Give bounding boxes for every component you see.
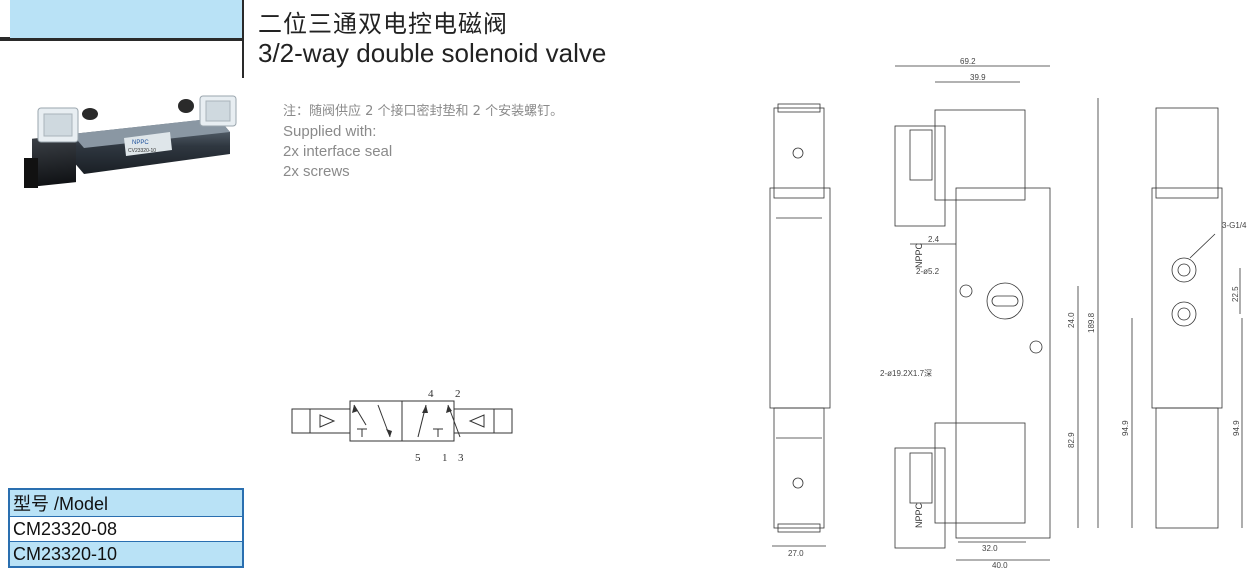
dimension-label: 24.0 [1067,312,1076,328]
port-label: 3 [458,452,464,464]
model-table-header: 型号 /Model [8,488,244,517]
title-divider [242,0,244,78]
drawing-brand: NPPC [914,242,924,268]
header-accent-bar [10,0,242,38]
drawing-brand: NPPC [914,502,924,528]
header-underline [10,38,242,41]
dimension-label: 40.0 [992,561,1008,570]
dimension-label: 32.0 [982,544,998,553]
technical-drawing: NPPC NPPC 69.2 39.9 2.4 2-ø5.2 2-ø19.2X1… [769,58,1247,570]
page-title-cn: 二位三通双电控电磁阀 [258,10,508,38]
valve-symbol: 4 2 5 1 3 [291,388,513,464]
supply-note-line: 2x interface seal [283,143,393,160]
port-label: 4 [428,388,434,400]
dimension-label: 39.9 [970,73,986,82]
dimension-label: 2-ø19.2X1.7深 [880,369,932,378]
model-row: CM23320-10 [8,541,244,568]
port-label: 1 [442,452,448,464]
page-title-en: 3/2-way double solenoid valve [258,38,607,68]
dimension-label: 82.9 [1067,432,1076,448]
model-row: CM23320-08 [8,516,244,542]
photo-brand: NPPC [132,140,149,146]
supply-note: 注：随阀供应 2 个接口密封垫和 2 个安装螺钉。 Supplied with:… [283,102,563,182]
dimension-label: 94.9 [1232,420,1241,436]
model-table: 型号 /Model CM23320-08 CM23320-10 [8,488,244,568]
supply-note-cn: 注：随阀供应 2 个接口密封垫和 2 个安装螺钉。 [283,104,564,119]
dimension-label: 189.8 [1087,312,1096,333]
photo-label: CV23320-10 [128,148,156,154]
dimension-label: 2.4 [928,235,940,244]
dimension-label: 3-G1/4 [1222,221,1247,230]
dimension-label: 2-ø5.2 [916,267,940,276]
port-label: 2 [455,388,461,400]
product-photo: NPPC CV23320-10 [24,95,237,188]
dimension-label: 22.5 [1231,286,1240,302]
dimension-label: 27.0 [788,549,804,558]
dimension-label: 69.2 [960,58,976,66]
port-label: 5 [415,452,421,464]
supply-note-line: 2x screws [283,163,350,180]
supply-note-line: Supplied with: [283,123,377,140]
header-marker [0,37,10,41]
dimension-label: 94.9 [1121,420,1130,436]
